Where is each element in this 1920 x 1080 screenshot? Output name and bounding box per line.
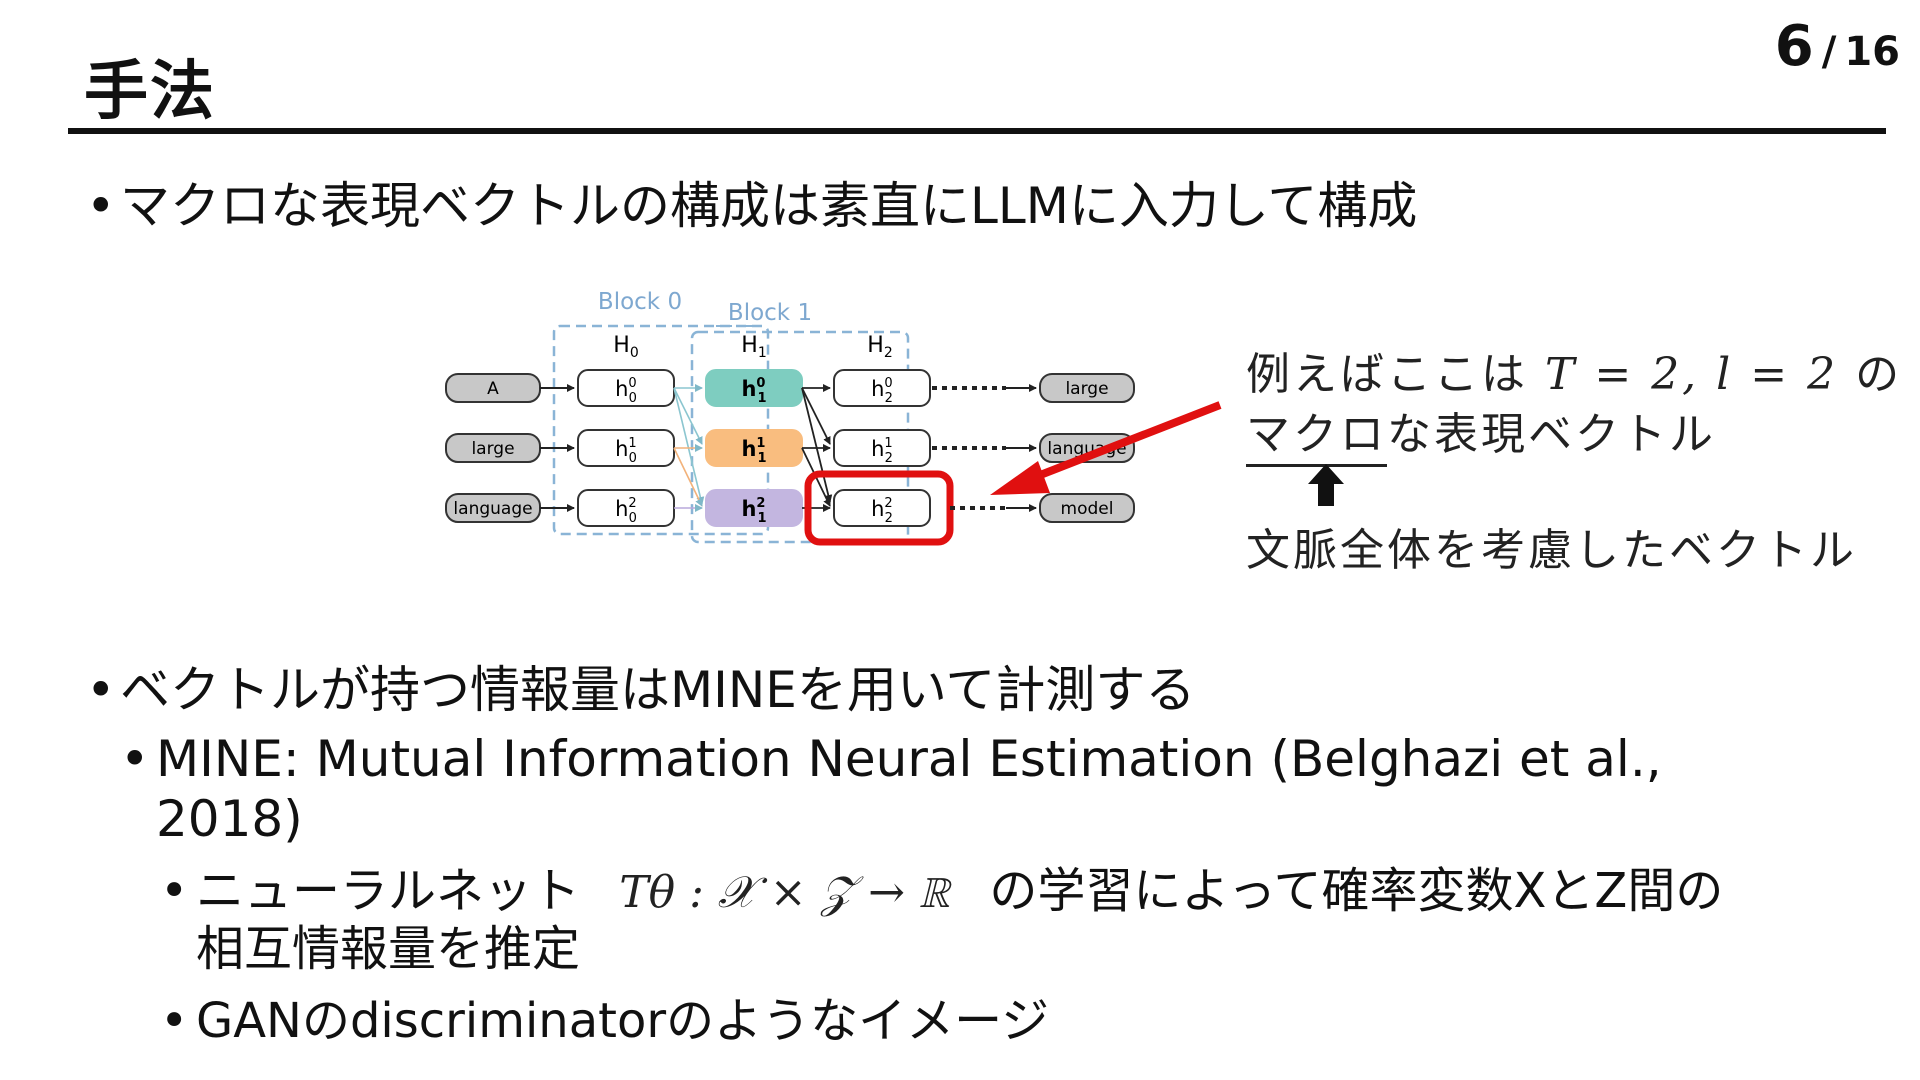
svg-text:language: language	[1047, 439, 1126, 459]
sub-bullet-mine-line-1: MINE: Mutual Information Neural Estimati…	[156, 730, 1662, 788]
block-1-label: Block 1	[728, 300, 812, 326]
bullet-1-text: マクロな表現ベクトルの構成は素直にLLMに入力して構成	[120, 177, 1418, 235]
page-number: 6/16	[1775, 14, 1900, 79]
output-token-1: language	[1039, 433, 1135, 463]
svg-text:h11: h11	[741, 436, 766, 466]
sub-bullet-mine-line-2: 2018)	[156, 790, 303, 848]
subsub-bullet-1-math: Tθ : 𝒳 × 𝒵 → ℝ	[619, 867, 951, 918]
bullet-dot: •	[86, 177, 116, 235]
annotation-line-3: 文脈全体を考慮したベクトル	[1246, 525, 1857, 576]
page-separator: /	[1821, 29, 1837, 75]
attention-arrows-block-0	[673, 384, 705, 512]
svg-text:h01: h01	[741, 376, 766, 406]
input-token-1: large	[445, 433, 541, 463]
bullet-2-text: ベクトルが持つ情報量はMINEを用いて計測する	[120, 661, 1196, 719]
block-0-label: Block 0	[598, 289, 682, 315]
annotation-line-1: 例えばここは T = 2, l = 2 の	[1246, 338, 1902, 402]
annotation-underlined-macro: マクロ	[1246, 409, 1387, 467]
output-token-2: model	[1039, 493, 1135, 523]
bullet-dot: •	[86, 661, 116, 719]
red-pointer-arrow	[990, 401, 1222, 495]
page-current: 6	[1774, 14, 1814, 79]
svg-text:large: large	[471, 439, 514, 459]
slide-title: 手法	[84, 55, 216, 129]
subsub-bullet-1-post: の学習によって確率変数XとZ間の	[989, 863, 1724, 919]
svg-text:h12: h12	[871, 436, 893, 466]
bullet-1: •マクロな表現ベクトルの構成は素直にLLMに入力して構成	[86, 176, 1417, 236]
svg-text:h10: h10	[615, 436, 637, 466]
subsub-bullet-1: •ニューラルネット Tθ : 𝒳 × 𝒵 → ℝ の学習によって確率変数XとZ間…	[160, 862, 1723, 922]
layer-H2-label: H2	[867, 333, 892, 361]
annotation-line-1-post: の	[1855, 349, 1903, 400]
attention-arrows-block-1	[801, 384, 833, 512]
page-total: 16	[1844, 29, 1900, 75]
annotation-line-2-rest: な表現ベクトル	[1387, 409, 1716, 460]
svg-text:model: model	[1061, 499, 1114, 519]
layer-H1-label: H1	[741, 333, 766, 361]
svg-text:h22: h22	[871, 496, 893, 526]
svg-text:h20: h20	[615, 496, 637, 526]
subsub-bullet-2: •GANのdiscriminatorのようなイメージ	[160, 992, 1049, 1050]
subsub-bullet-1-pre: ニューラルネット	[196, 863, 581, 919]
annotation-line-2: マクロな表現ベクトル	[1246, 398, 1716, 467]
svg-text:h21: h21	[741, 496, 766, 526]
annotation-math: T = 2, l = 2	[1545, 349, 1839, 400]
title-underline	[68, 128, 1886, 134]
svg-text:A: A	[487, 379, 499, 399]
svg-text:language: language	[453, 499, 532, 519]
input-token-0: A	[445, 373, 541, 403]
output-token-0: large	[1039, 373, 1135, 403]
svg-text:large: large	[1065, 379, 1108, 399]
subsub-bullet-dot: •	[160, 993, 189, 1049]
transformer-diagram: Block 0 Block 1 H0 H1 H2 A large languag…	[445, 289, 1135, 546]
svg-text:h00: h00	[615, 376, 637, 406]
up-arrow-icon	[1308, 464, 1344, 506]
svg-text:h02: h02	[871, 376, 893, 406]
layer-H0-label: H0	[613, 333, 638, 361]
output-connectors	[932, 386, 1006, 510]
subsub-bullet-dot: •	[160, 863, 189, 919]
sub-bullet-dot: •	[120, 730, 150, 788]
subsub-bullet-2-text: GANのdiscriminatorのようなイメージ	[196, 993, 1050, 1049]
input-token-2: language	[445, 493, 541, 523]
bullet-2: •ベクトルが持つ情報量はMINEを用いて計測する	[86, 660, 1195, 720]
annotation-line-1-pre: 例えばここは	[1246, 349, 1528, 400]
subsub-bullet-1-line-2: 相互情報量を推定	[196, 921, 581, 977]
sub-bullet-mine: •MINE: Mutual Information Neural Estimat…	[120, 730, 1900, 788]
